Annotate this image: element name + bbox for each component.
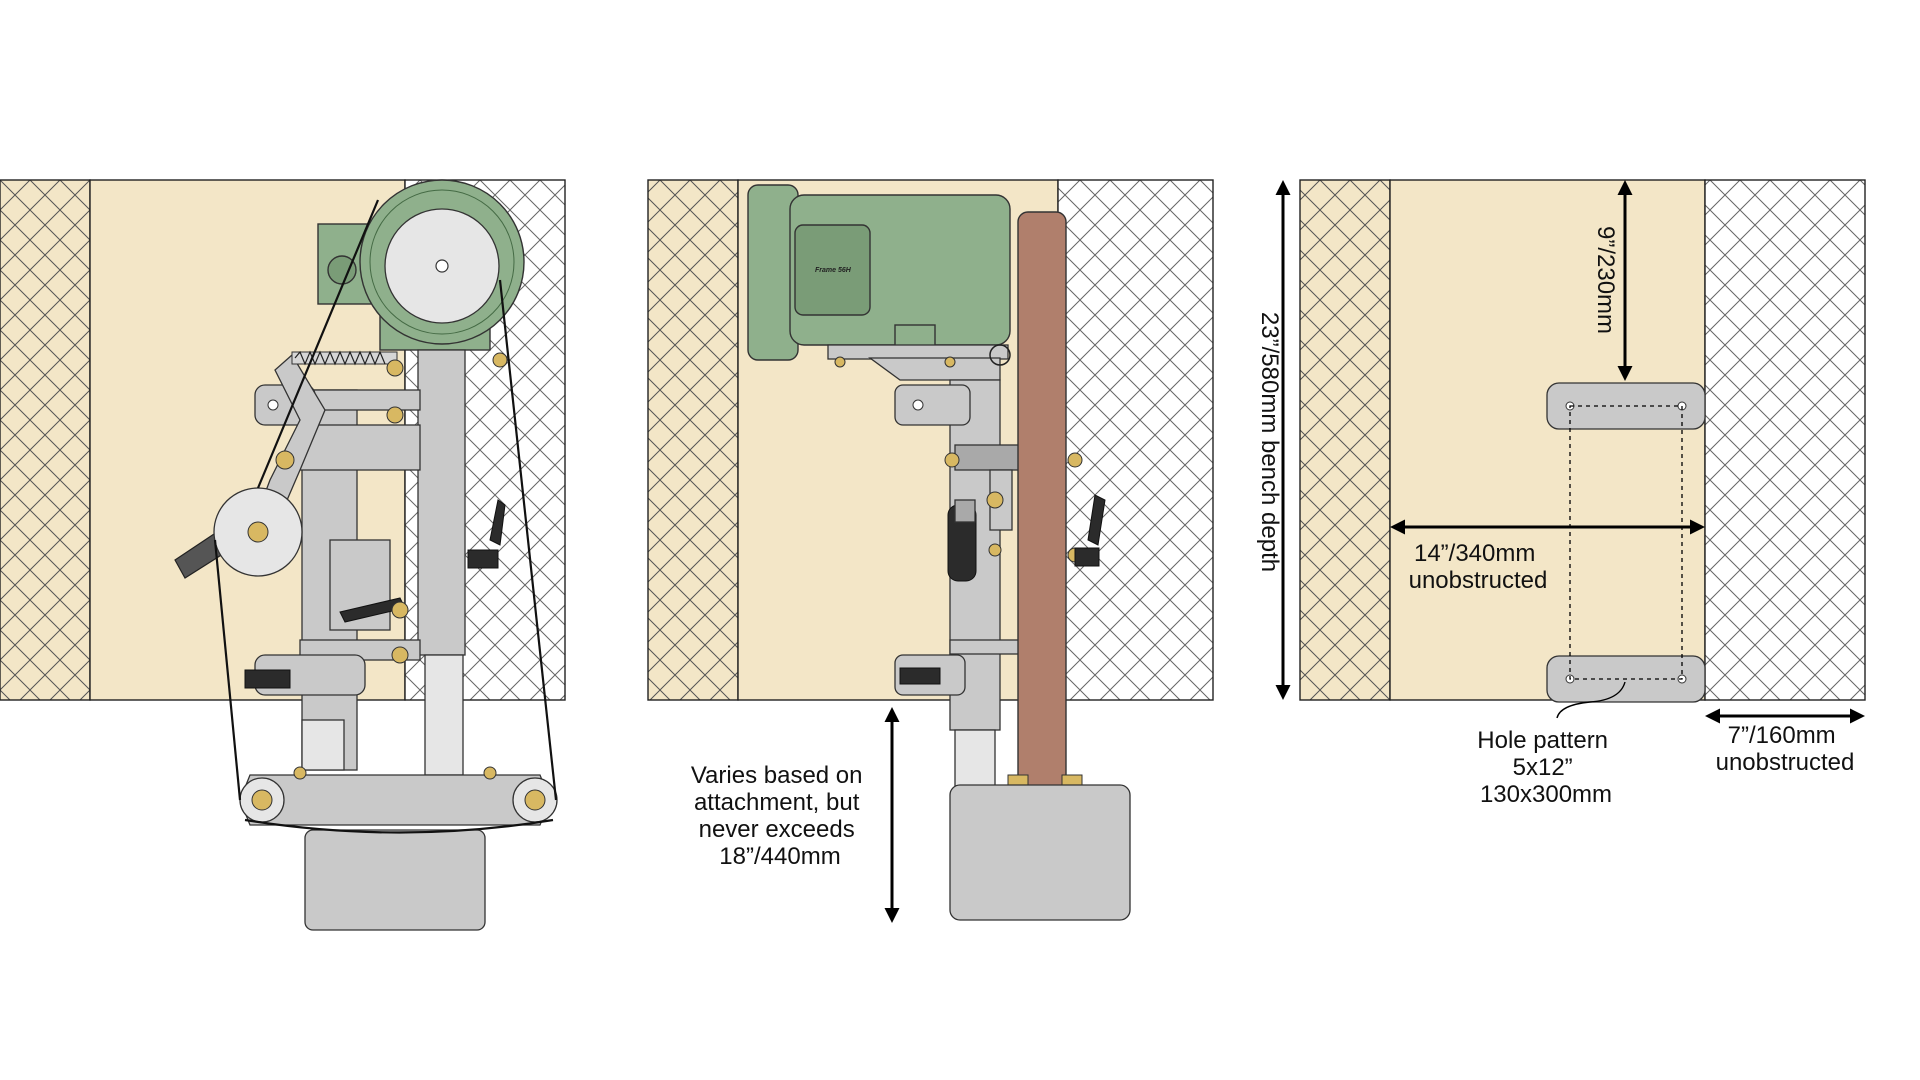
hole-pattern-outline <box>1569 405 1683 680</box>
side-attachment <box>949 784 1131 921</box>
side-clearance-label: 7”/160mm unobstructed <box>1716 722 1855 776</box>
mounting-plates <box>1546 382 1706 703</box>
side-hardware <box>834 344 1106 685</box>
hole-pattern-leader <box>1556 681 1626 719</box>
bench-depth-label: 23”/580mm bench depth <box>1256 312 1283 572</box>
front-motor <box>317 179 525 351</box>
attachment-clearance-label: Varies based on attachment, but never ex… <box>691 762 869 870</box>
hole-pattern-label: Hole pattern 5x12” 130x300mm <box>1477 727 1614 808</box>
front-tension-arm <box>254 350 398 529</box>
front-idler-wheel <box>174 487 303 579</box>
front-lower-rollers <box>239 766 558 931</box>
side-view: Frame 56H <box>647 179 1214 921</box>
width-clearance-label: 14”/340mm unobstructed <box>1409 540 1548 594</box>
side-motor: Frame 56H <box>747 184 1011 381</box>
footprint-view <box>1299 179 1866 703</box>
top-clearance-label: 9”/230mm <box>1592 226 1619 334</box>
front-hardware <box>244 352 508 689</box>
motor-frame-label: Frame 56H <box>815 267 852 274</box>
labels: Varies based on attachment, but never ex… <box>691 226 1855 870</box>
footprint-bench <box>1299 179 1866 701</box>
front-belt <box>213 199 558 834</box>
front-view <box>0 179 566 931</box>
dimension-arrows <box>884 180 1865 923</box>
